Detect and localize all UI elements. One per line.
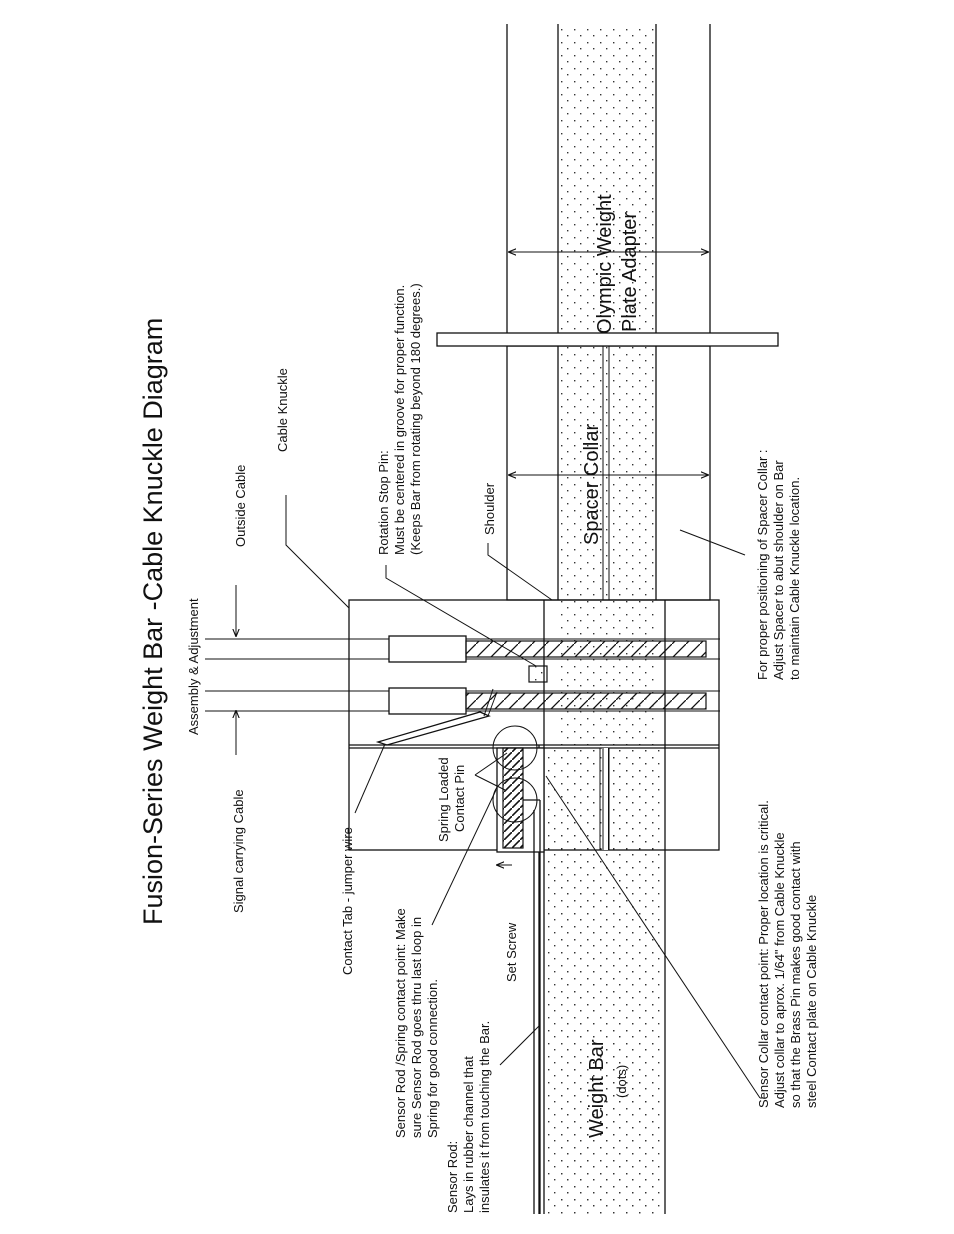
olympic-adapter-label: Plate Adapter xyxy=(619,212,641,332)
sensor-collar-label: steel Contact plate on Cable Knuckle xyxy=(804,895,819,1108)
rotation-stop-pin-note: Must be centered in groove for proper fu… xyxy=(392,285,407,555)
spacer-note: to maintain Cable Knuckle location. xyxy=(787,477,802,680)
weight-bar xyxy=(538,24,666,1216)
contact-circle-top xyxy=(492,725,538,771)
outside-cable-sleeve xyxy=(388,635,467,663)
shoulder-label: Shoulder xyxy=(482,482,497,535)
rotation-stop-pin-label: Rotation Stop Pin: xyxy=(376,450,391,555)
sensor-rod-label: Sensor Rod: xyxy=(445,1141,460,1213)
contact-circle-bottom xyxy=(492,777,538,823)
olympic-adapter-label: Olympic Weight xyxy=(594,194,616,334)
signal-cable-sleeve xyxy=(388,687,467,715)
dots-label: (dots) xyxy=(614,1065,629,1098)
spacer-note: For proper positioning of Spacer Collar … xyxy=(755,449,770,680)
sensor-collar-label: so that the Brass Pin makes good contact… xyxy=(788,841,803,1108)
spacer-collar xyxy=(506,345,711,601)
leader-lines xyxy=(236,495,763,1099)
sensor-collar-label: Adjust collar to aprox. 1/64" from Cable… xyxy=(772,832,787,1108)
page-title: Fusion-Series Weight Bar -Cable Knuckle … xyxy=(138,318,168,925)
spacer-collar-label: Spacer Collar xyxy=(581,423,603,545)
spring-pin-label: Contact Pin xyxy=(452,765,467,832)
sensor-rod-label: insulates it from touching the Bar. xyxy=(477,1021,492,1213)
contact-tab-label: Contact Tab - jumper wire xyxy=(340,827,355,975)
adapter-walls xyxy=(506,24,711,346)
olympic-flange xyxy=(436,332,779,347)
sensor-rod-spring-label: Spring for good connection. xyxy=(425,979,440,1138)
sensor-rod-spring-label: sure Sensor Rod goes thru last loop in xyxy=(409,917,424,1138)
sensor-collar-label: Sensor Collar contact point: Proper loca… xyxy=(756,800,771,1108)
contact-tab xyxy=(375,688,498,746)
spring-pin-label: Spring Loaded xyxy=(436,757,451,842)
outside-cable-label: Outside Cable xyxy=(233,465,248,547)
spacer-note: Adjust Spacer to abut shoulder on Bar xyxy=(771,460,786,680)
page-subtitle: Assembly & Adjustment xyxy=(186,598,201,735)
set-screw-label: Set Screw xyxy=(504,922,519,982)
weight-bar-label: Weight Bar xyxy=(586,1039,608,1138)
cable-knuckle-label: Cable Knuckle xyxy=(275,368,290,452)
rotation-stop-pin-note: (Keeps Bar from rotating beyond 180 degr… xyxy=(408,283,423,555)
sensor-collar xyxy=(496,747,545,1214)
sensor-rod-label: Lays in rubber channel that xyxy=(461,1056,476,1213)
signal-cable-label: Signal carrying Cable xyxy=(231,789,246,913)
threaded-rods xyxy=(465,640,707,710)
rotation-stop-pin xyxy=(528,665,548,683)
dimension-arrows xyxy=(509,252,708,475)
sensor-rod-spring-label: Sensor Rod /Spring contact point: Make xyxy=(393,908,408,1138)
